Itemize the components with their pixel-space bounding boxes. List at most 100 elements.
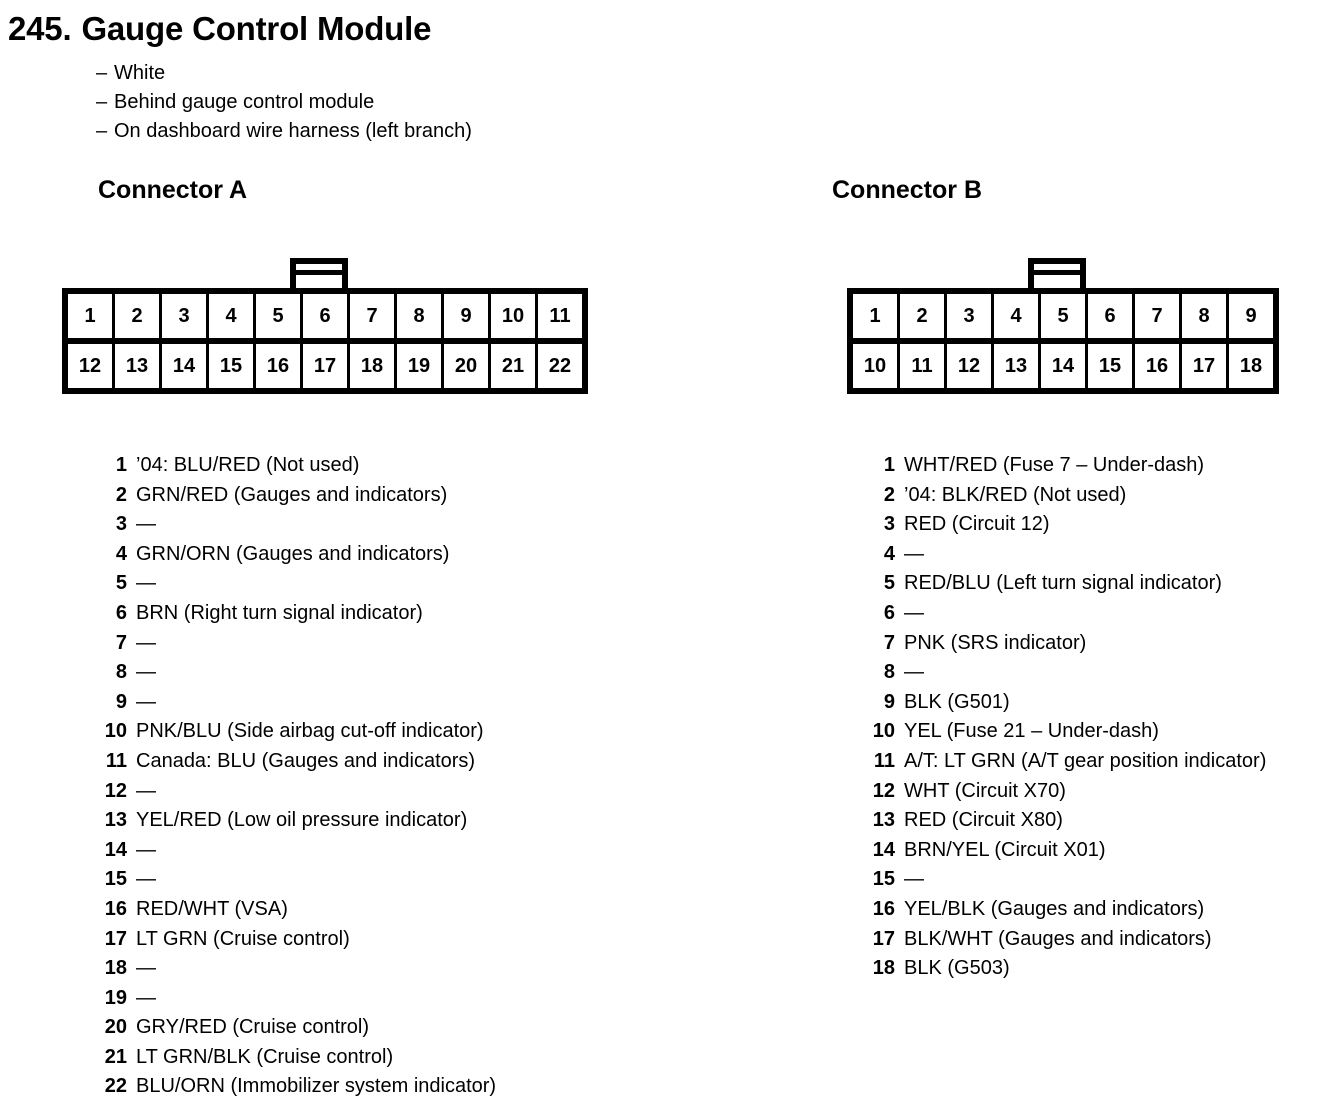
pin-number-b-11: 11 — [873, 749, 895, 772]
pin-list-item: 15— — [100, 868, 496, 898]
connector-a-pin-cell-16: 16 — [256, 344, 300, 388]
connector-a-heading: Connector A — [98, 176, 248, 204]
connector-b-pin-cell-6: 6 — [1088, 294, 1132, 338]
pin-number-a-1: 1 — [115, 454, 127, 476]
pin-description-b-7: PNK (SRS indicator) — [904, 631, 1087, 654]
pin-description-a-21: LT GRN/BLK (Cruise control) — [136, 1045, 394, 1068]
pin-list-item: 22 BLU/ORN (Immobilizer system indicator) — [100, 1075, 496, 1105]
pin-number-b-5: 5 — [883, 572, 895, 595]
spec-item: – Behind gauge control module — [96, 91, 472, 120]
connector-b-pin-cell-5: 5 — [1041, 294, 1085, 338]
pin-list-item: 12— — [100, 780, 496, 810]
connector-b-pin-cell-9: 9 — [1229, 294, 1273, 338]
pin-list-item: 15— — [868, 868, 1266, 898]
connector-b-pin-cell-14: 14 — [1041, 344, 1085, 388]
connector-a-pin-cell-12: 12 — [68, 344, 112, 388]
pin-description-b-17: BLK/WHT (Gauges and indicators) — [904, 927, 1212, 950]
pin-list-item: 8— — [100, 661, 496, 691]
pin-number-a-3: 3 — [115, 513, 127, 536]
connector-a-pin-cell-22: 22 — [538, 344, 582, 388]
dash-bullet-icon: – — [96, 62, 108, 84]
connector-a-pin-cell-18: 18 — [350, 344, 394, 388]
pin-description-b-18: BLK (G503) — [904, 957, 1010, 980]
dash-bullet-icon: – — [96, 91, 108, 113]
connector-b-latch-tab-icon — [1028, 258, 1086, 291]
pin-description-b-13: RED (Circuit X80) — [904, 809, 1063, 832]
pin-description-a-22: BLU/ORN (Immobilizer system indicator) — [136, 1075, 497, 1098]
connector-b-heading: Connector B — [832, 176, 982, 204]
pin-description-a-20: GRY/RED (Cruise control) — [136, 1016, 370, 1039]
spec-item-label: White — [114, 62, 166, 84]
pin-description-b-5: RED/BLU (Left turn signal indicator) — [904, 572, 1222, 595]
pin-description-b-9: BLK (G501) — [904, 690, 1010, 713]
connector-b-pin-cell-11: 11 — [900, 344, 944, 388]
pin-number-b-16: 16 — [872, 897, 895, 920]
pin-number-a-12: 12 — [104, 779, 127, 802]
pin-description-a-19: — — [136, 986, 156, 1009]
connector-b-pin-cell-1: 1 — [853, 294, 897, 338]
connector-a-pin-cell-17: 17 — [303, 344, 347, 388]
connector-b-pin-cell-13: 13 — [994, 344, 1038, 388]
pin-number-a-2: 2 — [115, 483, 127, 506]
pin-number-a-15: 15 — [104, 868, 127, 891]
pin-list-item: 14— — [100, 839, 496, 869]
pin-list-item: 1 ’04: BLU/RED (Not used) — [100, 454, 496, 484]
pin-list-item: 2’04: BLK/RED (Not used) — [868, 484, 1266, 514]
pin-number-b-14: 14 — [872, 838, 895, 861]
pin-number-a-10: 10 — [104, 720, 127, 743]
pin-description-a-1: ’04: BLU/RED (Not used) — [136, 454, 360, 476]
pin-number-a-5: 5 — [115, 572, 127, 595]
connector-b-pin-cell-7: 7 — [1135, 294, 1179, 338]
pin-description-b-11: A/T: LT GRN (A/T gear position indicator… — [904, 749, 1267, 772]
pin-description-b-8: — — [904, 661, 924, 684]
pin-number-a-16: 16 — [104, 897, 127, 920]
pin-description-a-3: — — [136, 513, 156, 536]
pin-list-item: 4 GRN/ORN (Gauges and indicators) — [100, 543, 496, 573]
connector-b-pin-cell-12: 12 — [947, 344, 991, 388]
spec-item: – On dashboard wire harness (left branch… — [96, 120, 472, 149]
pin-number-a-17: 17 — [104, 927, 127, 950]
pin-number-b-6: 6 — [883, 601, 895, 624]
connector-a-pin-cell-19: 19 — [397, 344, 441, 388]
connector-b-pin-cell-16: 16 — [1135, 344, 1179, 388]
pin-number-b-8: 8 — [883, 661, 895, 684]
connector-b-pin-cell-2: 2 — [900, 294, 944, 338]
pin-number-b-2: 2 — [883, 483, 895, 506]
connector-a-pin-cell-3: 3 — [162, 294, 206, 338]
pin-number-a-22: 22 — [104, 1075, 127, 1098]
pin-description-a-11: Canada: BLU (Gauges and indicators) — [136, 749, 476, 772]
pin-number-a-8: 8 — [115, 661, 127, 684]
pin-description-a-4: GRN/ORN (Gauges and indicators) — [136, 542, 450, 565]
pin-description-b-1: WHT/RED (Fuse 7 – Under-dash) — [904, 454, 1205, 476]
connector-a-pin-cell-4: 4 — [209, 294, 253, 338]
connector-b-pin-cell-4: 4 — [994, 294, 1038, 338]
pin-list-item: 8— — [868, 661, 1266, 691]
pin-number-a-6: 6 — [115, 601, 127, 624]
connector-b-pin-cell-3: 3 — [947, 294, 991, 338]
spec-item: – White — [96, 62, 472, 91]
connector-a-pin-cell-1: 1 — [68, 294, 112, 338]
pin-number-b-15: 15 — [872, 868, 895, 891]
pin-description-a-6: BRN (Right turn signal indicator) — [136, 601, 423, 624]
connector-a-pin-cell-15: 15 — [209, 344, 253, 388]
pin-number-a-7: 7 — [115, 631, 127, 654]
pin-number-a-4: 4 — [115, 542, 127, 565]
pin-description-a-9: — — [136, 690, 156, 713]
